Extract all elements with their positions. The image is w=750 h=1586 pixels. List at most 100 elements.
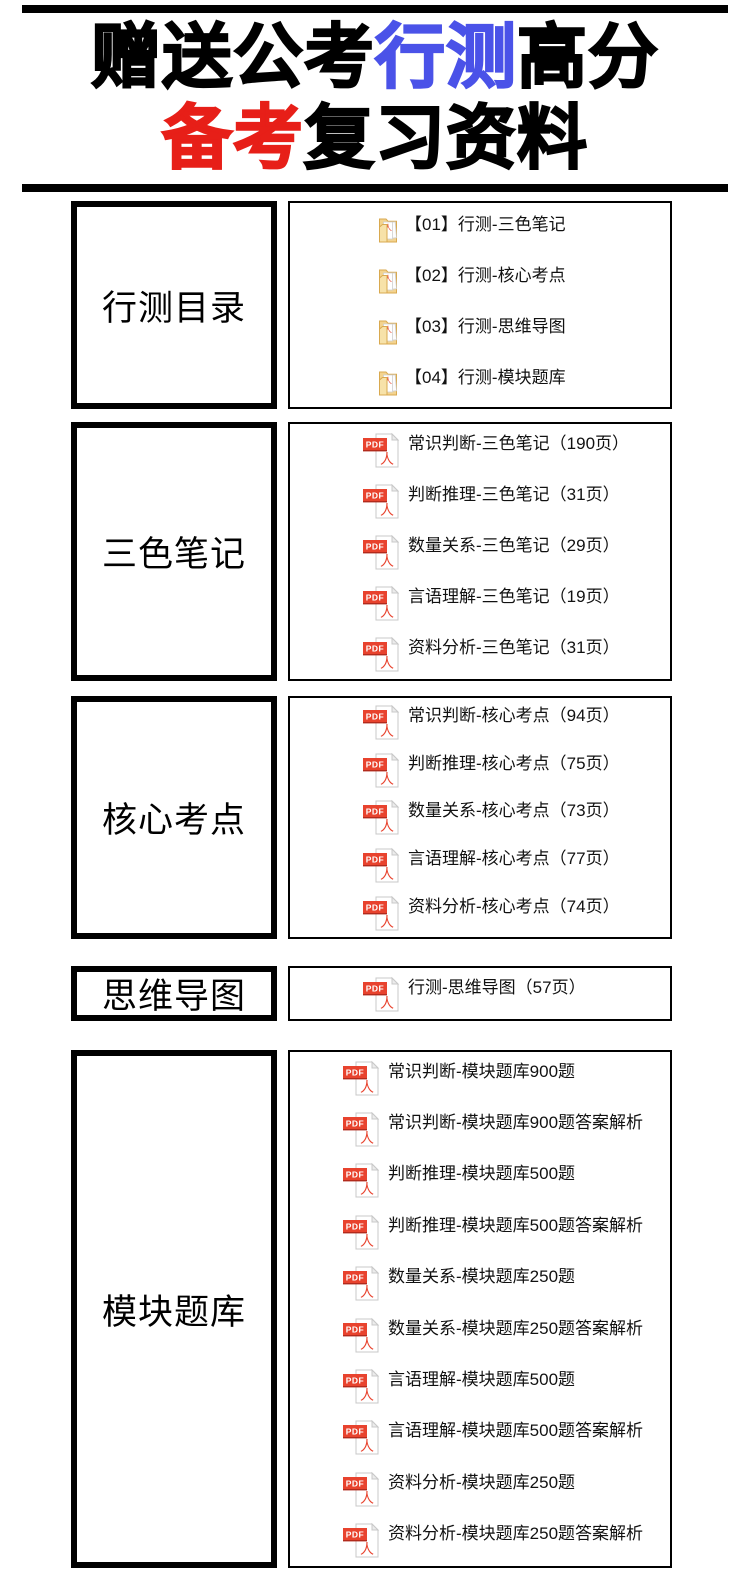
file-item-label: 常识判断-三色笔记（190页）: [408, 433, 630, 453]
file-item: 人 PDF 判断推理-三色笔记（31页）: [290, 482, 670, 520]
svg-text:人: 人: [380, 503, 394, 519]
svg-text:PDF: PDF: [346, 1170, 365, 1180]
svg-text:人: 人: [384, 224, 392, 233]
pdf-file-icon: 人 PDF: [343, 1522, 380, 1558]
file-item-label: 判断推理-三色笔记（31页）: [408, 484, 620, 504]
svg-text:人: 人: [380, 605, 394, 621]
section-label-box: 核心考点: [71, 696, 277, 939]
svg-text:PDF: PDF: [366, 439, 385, 449]
svg-text:人: 人: [380, 867, 394, 883]
file-item-label: 言语理解-三色笔记（19页）: [408, 586, 620, 606]
svg-text:PDF: PDF: [366, 807, 385, 817]
file-item: 人 PDF 常识判断-模块题库900题答案解析: [290, 1110, 670, 1148]
file-item: 人 PDF 资料分析-模块题库250题答案解析: [290, 1521, 670, 1559]
file-list: 人 PDF 常识判断-三色笔记（190页） 人 PDF 判断推理-三色笔记（31…: [290, 424, 670, 679]
file-item: 人 【01】行测-三色笔记: [290, 213, 670, 244]
pdf-file-icon: 人 PDF: [343, 1111, 380, 1147]
file-item: 人 PDF 数量关系-模块题库250题: [290, 1264, 670, 1302]
section-label-box: 模块题库: [71, 1050, 277, 1568]
title-segment: 高分: [516, 17, 659, 97]
svg-text:PDF: PDF: [346, 1478, 365, 1488]
title-divider-bar: [22, 184, 728, 192]
section-label: 核心考点: [101, 801, 246, 840]
pdf-file-icon: 人 PDF: [363, 976, 400, 1012]
svg-text:PDF: PDF: [366, 983, 385, 993]
file-item: 人 PDF 资料分析-核心考点（74页）: [290, 894, 670, 932]
pdf-file-icon: 人 PDF: [343, 1214, 380, 1250]
file-item: 人 PDF 言语理解-模块题库500题: [290, 1367, 670, 1405]
file-item: 人 PDF 资料分析-三色笔记（31页）: [290, 635, 670, 673]
svg-text:人: 人: [380, 819, 394, 835]
section: 思维导图 人 PDF 行测-思维导图（57页）: [71, 966, 750, 1021]
file-item-label: 资料分析-模块题库250题答案解析: [388, 1524, 644, 1544]
svg-text:PDF: PDF: [346, 1067, 365, 1077]
section-label: 行测目录: [101, 288, 246, 328]
folder-pdf-icon: 人: [379, 218, 397, 243]
file-item: 人 PDF 数量关系-模块题库250题答案解析: [290, 1316, 670, 1354]
file-item-label: 数量关系-模块题库250题: [388, 1267, 576, 1287]
pdf-file-icon: 人 PDF: [363, 895, 400, 931]
file-item-label: 【02】行测-核心考点: [405, 266, 566, 285]
svg-text:人: 人: [360, 1285, 374, 1301]
pdf-file-icon: 人 PDF: [343, 1317, 380, 1353]
svg-text:PDF: PDF: [366, 592, 385, 602]
svg-text:人: 人: [360, 1182, 374, 1198]
file-item-label: 常识判断-模块题库900题: [388, 1061, 576, 1081]
pdf-file-icon: 人 PDF: [363, 848, 400, 883]
section: 三色笔记 人 PDF 常识判断-三色笔记（190页） 人 PDF 判断推理-三色…: [71, 422, 750, 681]
svg-text:人: 人: [360, 1542, 374, 1558]
svg-text:PDF: PDF: [366, 541, 385, 551]
file-list: 人 PDF 常识判断-模块题库900题 人 PDF 常识判断-模块题库900题答…: [290, 1052, 670, 1566]
file-item-label: 判断推理-模块题库500题: [388, 1164, 576, 1184]
svg-text:人: 人: [384, 326, 392, 335]
file-list-box: 人 PDF 常识判断-三色笔记（190页） 人 PDF 判断推理-三色笔记（31…: [288, 422, 672, 681]
svg-text:人: 人: [360, 1080, 374, 1096]
file-item-label: 常识判断-模块题库900题答案解析: [388, 1113, 644, 1133]
svg-text:PDF: PDF: [346, 1324, 365, 1334]
pdf-file-icon: 人 PDF: [363, 752, 400, 788]
file-item-label: 【04】行测-模块题库: [405, 368, 566, 387]
file-item-label: 常识判断-核心考点（94页）: [408, 705, 620, 725]
pdf-file-icon: 人 PDF: [343, 1368, 380, 1404]
svg-text:人: 人: [380, 996, 394, 1012]
svg-text:PDF: PDF: [346, 1221, 365, 1231]
file-list-box: 人 PDF 行测-思维导图（57页）: [288, 966, 672, 1021]
file-item: 人 PDF 常识判断-核心考点（94页）: [290, 703, 670, 741]
file-item-label: 判断推理-模块题库500题答案解析: [388, 1215, 644, 1235]
svg-text:人: 人: [360, 1131, 374, 1147]
svg-text:人: 人: [360, 1388, 374, 1404]
section-label: 三色笔记: [101, 535, 246, 574]
file-item-label: 资料分析-核心考点（74页）: [408, 897, 620, 917]
page-title: 赠送公考行测高分 备考复习资料: [0, 13, 750, 184]
svg-text:人: 人: [360, 1491, 374, 1507]
pdf-file-icon: 人 PDF: [343, 1266, 380, 1301]
pdf-file-icon: 人 PDF: [363, 800, 400, 835]
section-label-box: 思维导图: [71, 966, 277, 1021]
file-item: 人 PDF 资料分析-模块题库250题: [290, 1470, 670, 1508]
file-item-label: 言语理解-核心考点（77页）: [408, 849, 620, 869]
file-item: 人 PDF 数量关系-三色笔记（29页）: [290, 533, 670, 571]
title-segment: 赠送公考: [90, 17, 375, 97]
folder-pdf-icon: 人: [379, 371, 397, 396]
title-line-1: 赠送公考行测高分: [0, 17, 750, 98]
top-divider-bar: [22, 5, 728, 13]
file-item: 人 PDF 判断推理-模块题库500题: [290, 1161, 670, 1199]
file-item: 人 PDF 数量关系-核心考点（73页）: [290, 798, 670, 836]
file-item-label: 数量关系-核心考点（73页）: [408, 801, 620, 821]
svg-text:人: 人: [384, 275, 392, 284]
pdf-file-icon: 人 PDF: [363, 483, 400, 519]
file-list-box: 人 【01】行测-三色笔记 人 【02】行测-核心考点 人 【03】行测-思维导…: [288, 201, 672, 409]
file-list: 人 PDF 常识判断-核心考点（94页） 人 PDF 判断推理-核心考点（75页…: [290, 698, 670, 937]
svg-text:PDF: PDF: [366, 855, 385, 865]
svg-text:PDF: PDF: [346, 1119, 365, 1129]
folder-pdf-icon: 人: [379, 269, 397, 294]
svg-text:人: 人: [384, 377, 392, 386]
svg-text:人: 人: [360, 1439, 374, 1455]
file-item: 人 PDF 常识判断-三色笔记（190页）: [290, 431, 670, 469]
file-item: 人 PDF 常识判断-模块题库900题: [290, 1059, 670, 1097]
section: 核心考点 人 PDF 常识判断-核心考点（94页） 人 PDF 判断推理-核心考…: [71, 696, 750, 939]
svg-text:人: 人: [380, 554, 394, 570]
file-item-label: 判断推理-核心考点（75页）: [408, 753, 620, 773]
pdf-file-icon: 人 PDF: [363, 636, 400, 672]
pdf-file-icon: 人 PDF: [343, 1060, 380, 1096]
